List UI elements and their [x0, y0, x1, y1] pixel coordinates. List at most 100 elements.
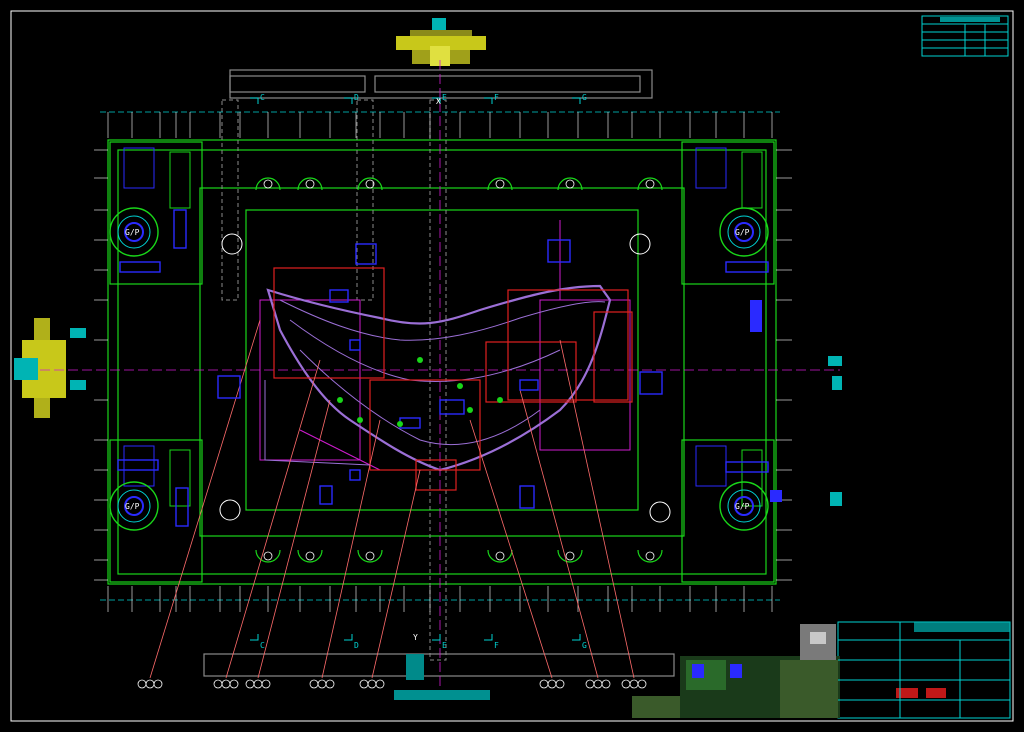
cushion-bottom: [297, 549, 323, 563]
guide-pin-core: [734, 222, 754, 242]
balloon: [539, 679, 549, 689]
blue-part: [725, 461, 769, 473]
guide-pin-ring: [109, 207, 159, 257]
blue-part: [173, 209, 187, 249]
balloon-leader: [257, 399, 331, 679]
cushion-bottom-center: [305, 551, 315, 561]
cushion-bottom: [255, 549, 281, 563]
center-mark-x: X: [436, 97, 441, 106]
balloon-leader: [321, 419, 381, 679]
balloon: [555, 679, 565, 689]
section-arrow-top: [572, 97, 581, 104]
cushion-top: [297, 177, 323, 191]
section-letter-bottom: C: [260, 641, 265, 650]
blue-part: [547, 239, 571, 263]
cushion-pads: [219, 177, 671, 563]
blue-part: [439, 399, 465, 415]
cushion-top: [255, 177, 281, 191]
balloon: [253, 679, 263, 689]
corner-insert: [123, 147, 155, 189]
cushion-top: [357, 177, 383, 191]
balloon-leader: [371, 469, 421, 679]
balloon: [145, 679, 155, 689]
section-letter-top: F: [494, 93, 499, 102]
cushion-bottom-center: [645, 551, 655, 561]
balloon-leader: [519, 389, 599, 679]
cushion-top-center: [365, 179, 375, 189]
balloon-leader: [225, 359, 321, 679]
cushion-bottom-center: [263, 551, 273, 561]
guide-pin-label: G/P: [125, 502, 140, 511]
corner-blocks: [109, 141, 775, 583]
right-connector: [750, 300, 842, 506]
balloon: [629, 679, 639, 689]
cushion-bottom: [637, 549, 663, 563]
blue-part: [175, 487, 189, 527]
guide-pin-inner: [727, 489, 761, 523]
cushion-bottom-center: [365, 551, 375, 561]
cushion-top: [557, 177, 583, 191]
guide-pin-ring: [719, 481, 769, 531]
blue-part: [117, 459, 159, 471]
balloon: [317, 679, 327, 689]
balloon: [229, 679, 239, 689]
section-letter-top: D: [354, 93, 359, 102]
section-letter-top: C: [260, 93, 265, 102]
guide-pin-label: G/P: [735, 228, 750, 237]
dimension-ticks: [94, 112, 792, 612]
reference-lines: [40, 60, 840, 690]
balloon: [213, 679, 223, 689]
cushion-bottom-center: [495, 551, 505, 561]
blue-part: [329, 289, 349, 303]
stopper: [221, 233, 243, 255]
cushion-bottom: [487, 549, 513, 563]
corner-rib: [741, 151, 763, 209]
corner-insert: [123, 445, 155, 487]
cushion-top-center: [645, 179, 655, 189]
title-block-top: [921, 15, 1009, 57]
balloon: [367, 679, 377, 689]
cushion-bottom-center: [565, 551, 575, 561]
cushion-top: [637, 177, 663, 191]
corner-block: [109, 141, 203, 285]
balloon: [221, 679, 231, 689]
balloon: [325, 679, 335, 689]
corner-block: [681, 141, 775, 285]
balloon: [547, 679, 557, 689]
blue-part: [355, 243, 377, 265]
balloon: [621, 679, 631, 689]
stopper: [649, 501, 671, 523]
blue-part: [399, 417, 421, 429]
section-arrow-top: [484, 97, 493, 104]
center-mark-y: Y: [413, 633, 418, 642]
inner-plates: [259, 220, 631, 471]
part-outline: [264, 284, 612, 472]
section-arrow-bottom: [250, 634, 259, 641]
small-node: [497, 397, 503, 403]
section-arrow-bottom: [484, 634, 493, 641]
guide-pin-core: [124, 222, 144, 242]
blue-components: [117, 209, 769, 527]
blue-part: [349, 469, 361, 481]
balloon: [153, 679, 163, 689]
cushion-top-center: [495, 179, 505, 189]
section-letter-top: G: [582, 93, 587, 102]
corner-insert: [695, 445, 727, 487]
balloon: [137, 679, 147, 689]
bottom-view-label: [394, 654, 490, 700]
guide-pin-inner: [117, 215, 151, 249]
blue-part: [217, 375, 241, 399]
corner-rib: [169, 151, 191, 209]
section-letter-bottom: D: [354, 641, 359, 650]
guide-pin-label: G/P: [735, 502, 750, 511]
balloon: [309, 679, 319, 689]
balloon: [601, 679, 611, 689]
section-arrow-bottom: [432, 634, 441, 641]
small-node: [417, 357, 423, 363]
small-node: [457, 383, 463, 389]
stopper: [219, 499, 241, 521]
section-arrow-bottom: [572, 634, 581, 641]
cushion-bottom: [557, 549, 583, 563]
